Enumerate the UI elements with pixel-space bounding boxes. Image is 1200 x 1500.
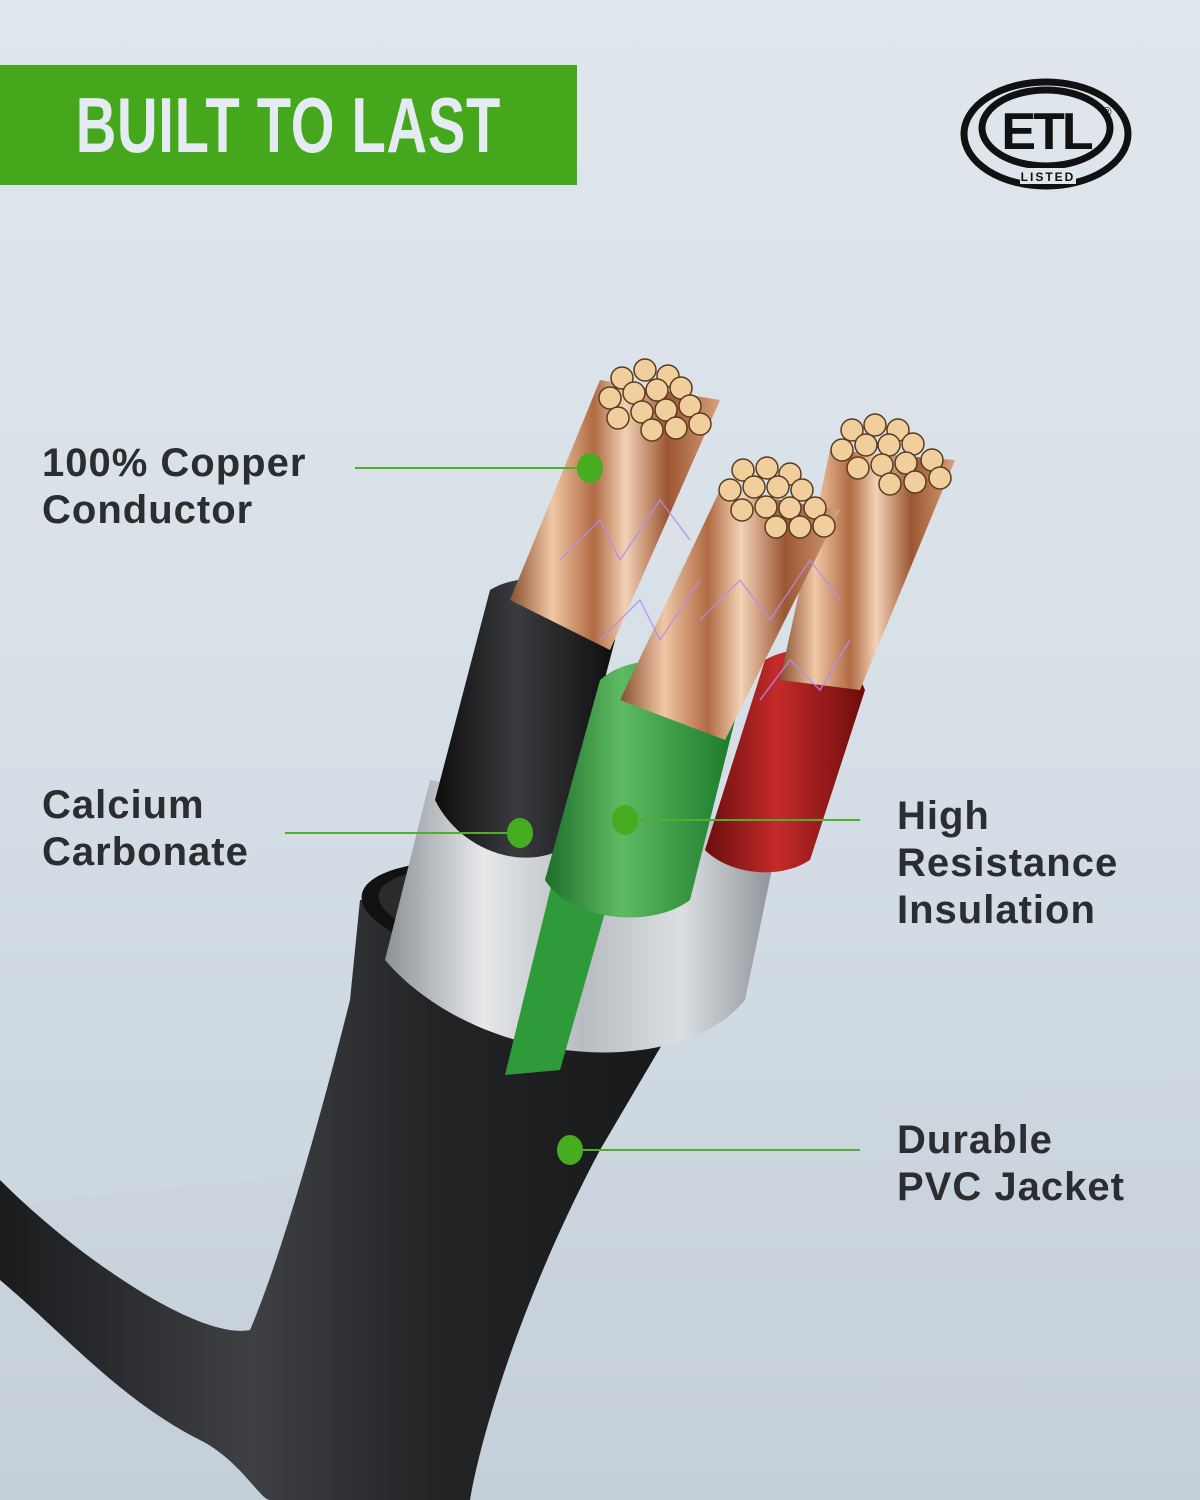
svg-text:LISTED: LISTED	[1021, 170, 1076, 184]
callout-copper-leader	[355, 467, 590, 469]
svg-text:ETL: ETL	[1001, 103, 1092, 161]
svg-text:®: ®	[1102, 104, 1112, 119]
headline-text: BUILT TO LAST	[75, 80, 502, 169]
callout-jacket-leader	[570, 1149, 860, 1151]
callout-calcium-leader	[285, 832, 520, 834]
callout-insulation-label: High Resistance Insulation	[897, 794, 1119, 932]
callout-copper-marker-icon	[577, 453, 603, 483]
copper-strands-green	[620, 490, 840, 740]
callout-calcium-marker-icon	[507, 818, 533, 848]
red-insulated-wire	[705, 650, 865, 873]
copper-strands-black	[510, 380, 720, 650]
callout-insulation-leader	[625, 819, 860, 821]
callout-jacket-marker-icon	[557, 1135, 583, 1165]
callout-copper-label: 100% Copper Conductor	[42, 441, 307, 532]
headline-banner: BUILT TO LAST	[0, 65, 577, 185]
callout-jacket-label: Durable PVC Jacket	[897, 1118, 1125, 1209]
callout-calcium-label: Calcium Carbonate	[42, 783, 249, 874]
black-insulated-wire	[435, 579, 615, 858]
etl-listed-logo-icon: ETL ® LISTED	[960, 78, 1132, 190]
callout-insulation-marker-icon	[612, 805, 638, 835]
